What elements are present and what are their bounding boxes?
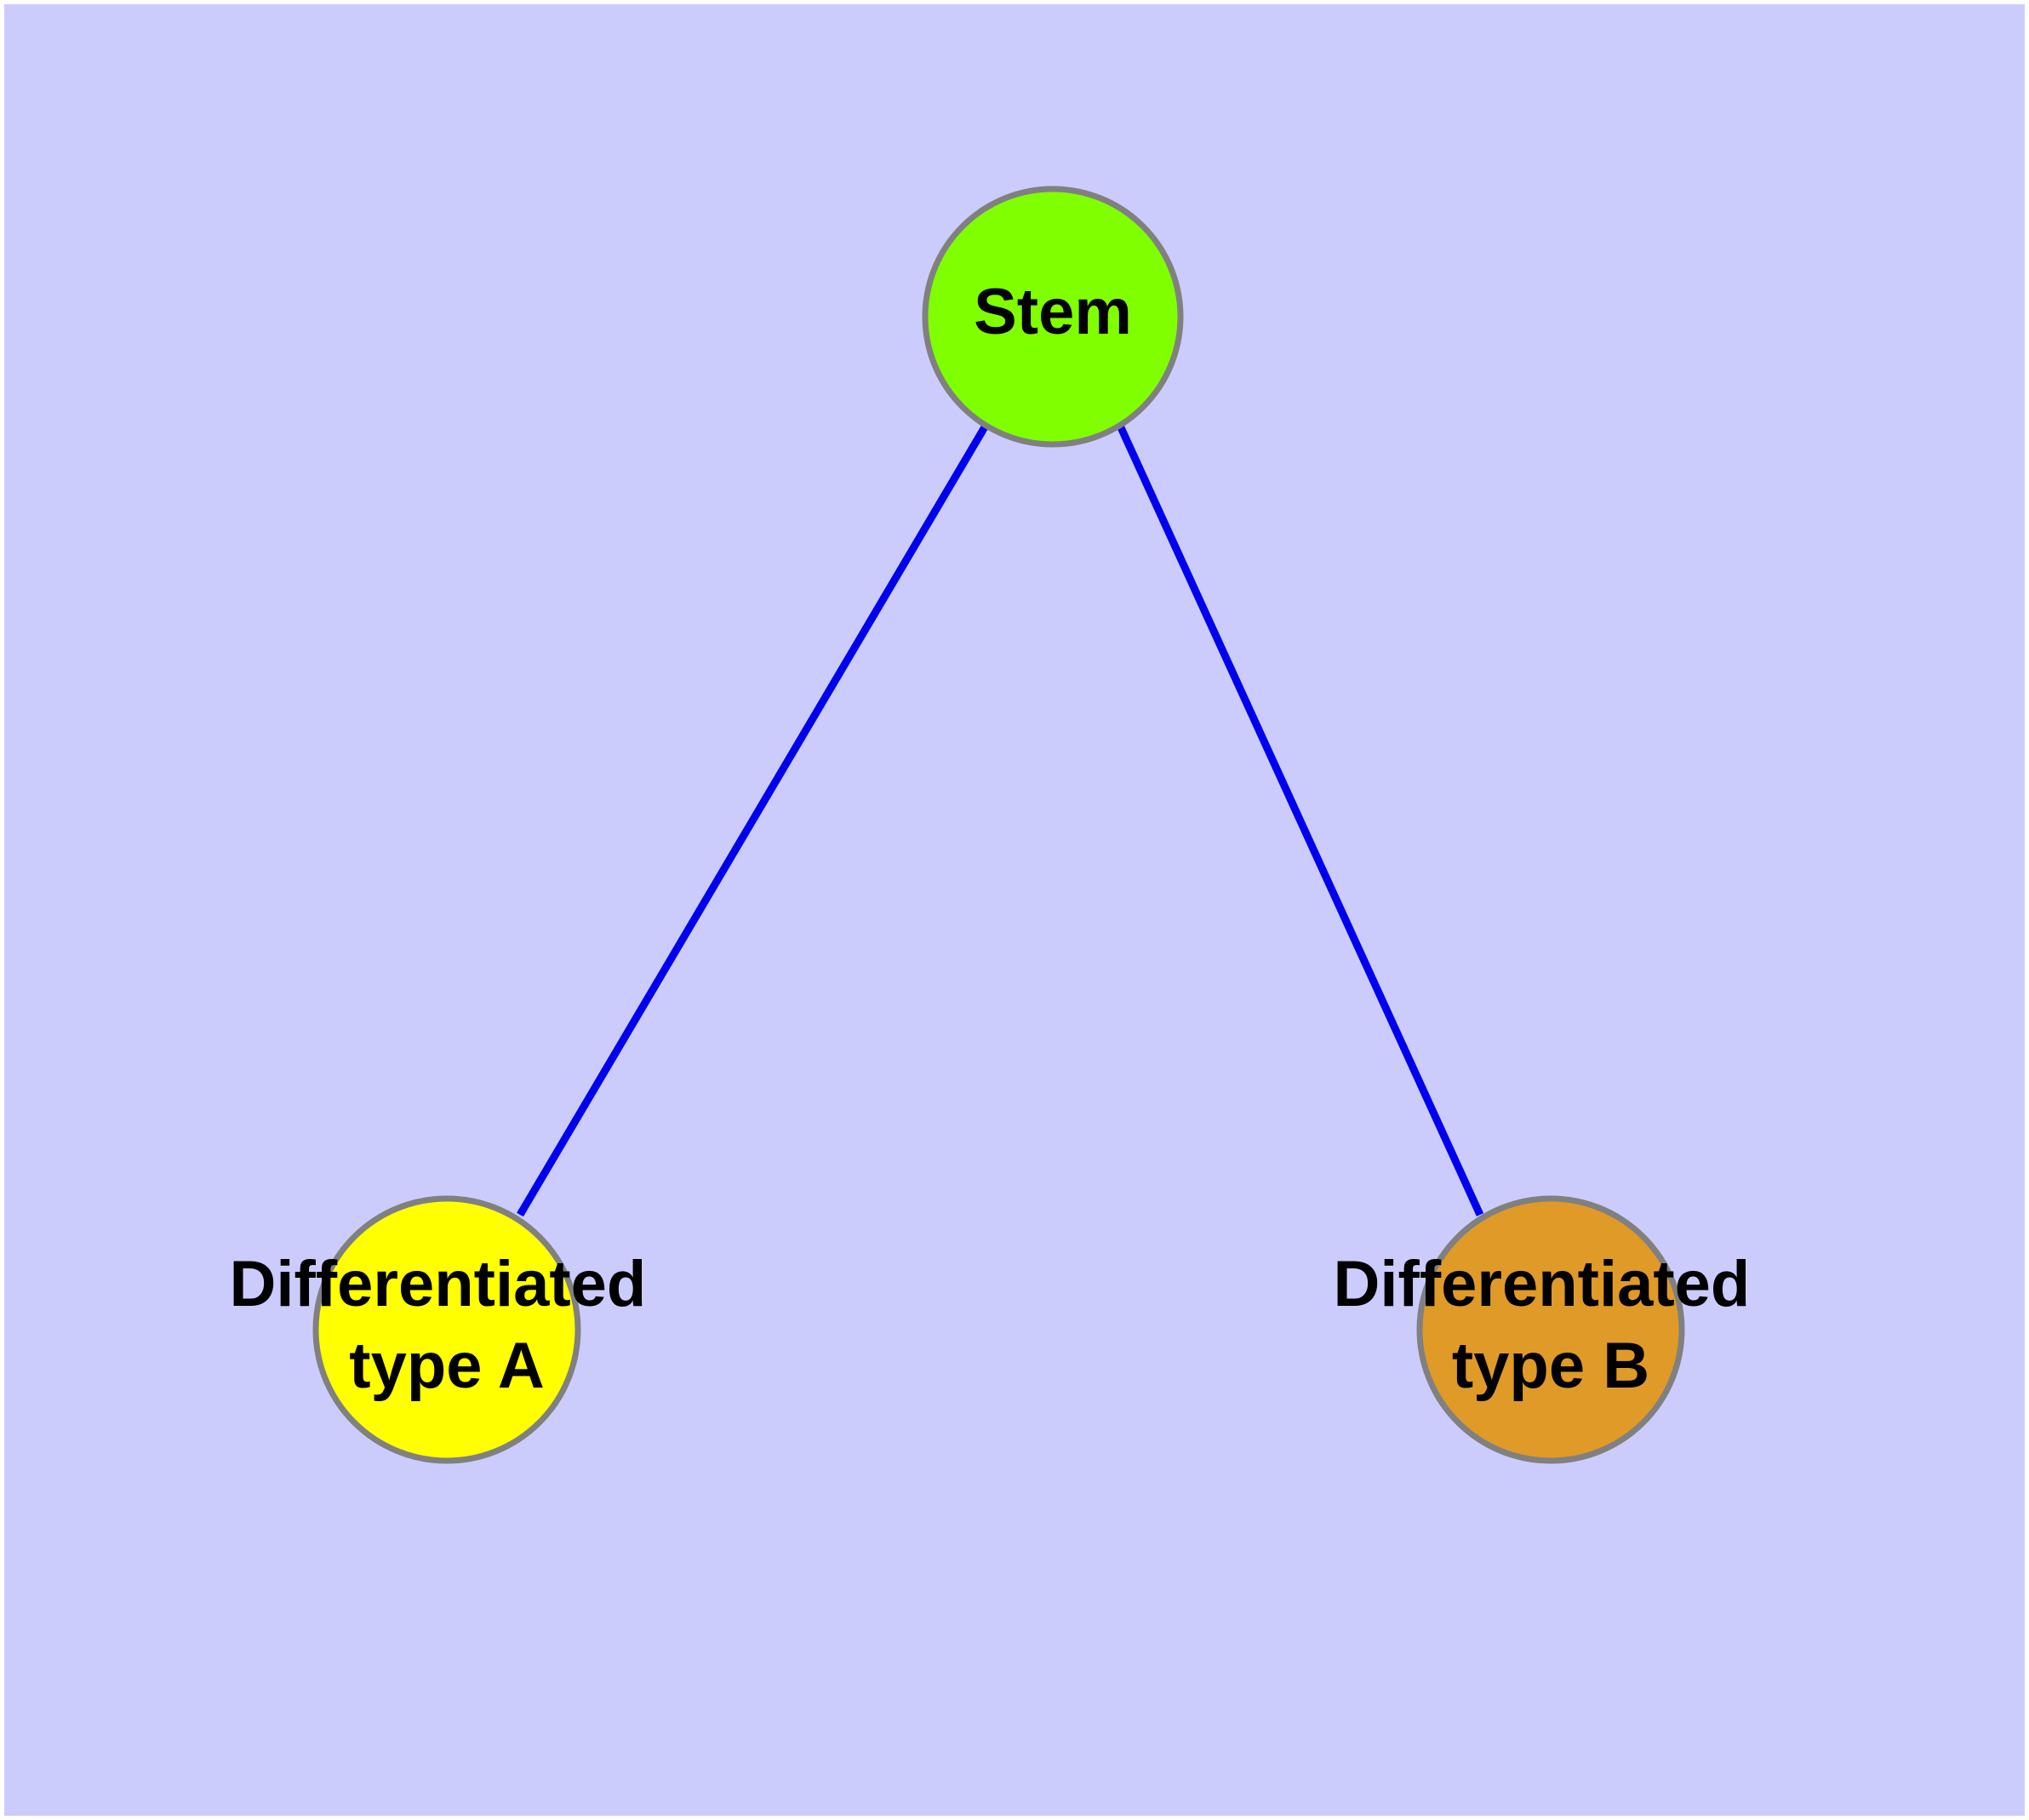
edge-stem-to-diff-a[interactable] xyxy=(517,423,989,1217)
node-diff-b-label-line-2: type B xyxy=(1452,1330,1649,1402)
node-diff-b[interactable]: Differentiated type B xyxy=(1334,1195,1769,1464)
node-stem-label: Stem xyxy=(974,276,1132,348)
node-diff-a[interactable]: Differentiated type A xyxy=(230,1195,665,1464)
node-diff-b-label-line-1: Differentiated xyxy=(1334,1248,1751,1320)
node-group: Stem Differentiated type A Differentiate… xyxy=(230,186,1769,1464)
node-stem-circle[interactable] xyxy=(922,186,1184,448)
node-diff-a-label-line-2: type A xyxy=(349,1330,544,1402)
node-diff-a-circle[interactable] xyxy=(312,1195,581,1464)
node-diff-b-label: Differentiated type B xyxy=(1334,1248,1769,1402)
edge-stem-to-diff-b[interactable] xyxy=(1116,424,1484,1216)
node-stem[interactable]: Stem xyxy=(922,186,1184,448)
node-diff-a-label-line-1: Differentiated xyxy=(230,1248,647,1320)
node-diff-b-circle[interactable] xyxy=(1416,1195,1685,1464)
node-diff-a-label: Differentiated type A xyxy=(230,1248,665,1402)
node-stem-label-line-1: Stem xyxy=(974,276,1132,348)
edge-group xyxy=(517,423,1484,1217)
